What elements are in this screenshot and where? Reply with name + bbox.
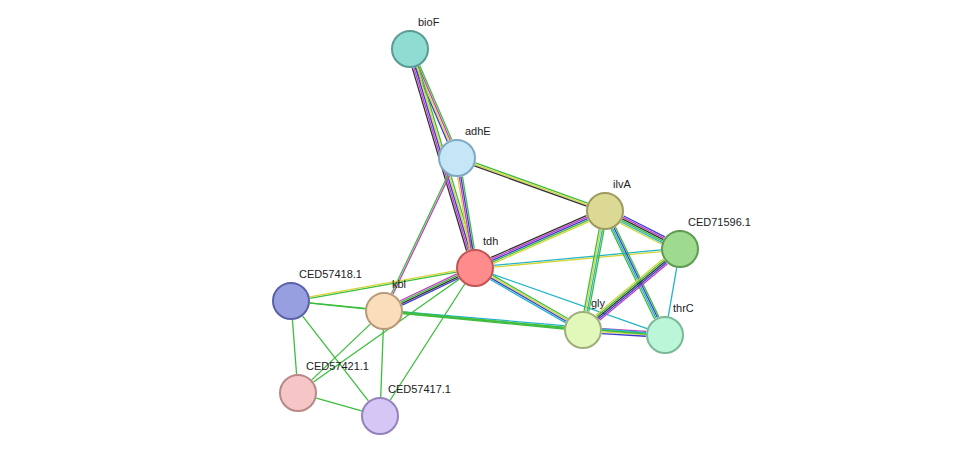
evidence-strand	[474, 166, 586, 206]
evidence-strand	[600, 264, 668, 321]
evidence-strand	[494, 252, 661, 267]
interaction-edge	[458, 176, 475, 249]
interaction-edge	[310, 303, 564, 328]
protein-node: CED57421.1	[279, 374, 317, 412]
protein-label: kbl	[392, 278, 406, 291]
interaction-edge	[474, 163, 587, 206]
interaction-edge	[494, 250, 661, 267]
evidence-strand	[596, 259, 664, 316]
evidence-strand	[475, 164, 587, 204]
evidence-strand	[492, 217, 587, 259]
interaction-edge	[292, 320, 296, 374]
evidence-strand	[492, 277, 567, 320]
protein-node: adhE	[438, 139, 476, 177]
interaction-edge	[620, 216, 665, 244]
protein-node: ilvA	[586, 192, 624, 230]
evidence-strand	[599, 262, 667, 319]
protein-label: CED57421.1	[306, 360, 369, 373]
protein-node: gly	[564, 311, 602, 349]
interaction-edge	[490, 275, 567, 322]
protein-label: tdh	[483, 235, 498, 248]
interaction-edge	[491, 216, 589, 264]
interaction-edge	[390, 284, 464, 400]
protein-node: tdh	[456, 249, 494, 287]
evidence-strand	[493, 220, 588, 262]
interaction-edge	[381, 330, 384, 397]
evidence-strand	[598, 261, 666, 318]
protein-node: CED57418.1	[272, 282, 310, 320]
protein-label: gly	[591, 297, 605, 310]
evidence-strand	[491, 216, 586, 258]
evidence-strand	[310, 303, 564, 328]
evidence-strand	[316, 398, 361, 411]
protein-label: CED71596.1	[688, 216, 751, 229]
evidence-strand	[491, 278, 566, 321]
evidence-strand	[458, 177, 470, 249]
evidence-strand	[620, 223, 661, 244]
evidence-strand	[461, 177, 473, 249]
evidence-strand	[597, 260, 665, 317]
evidence-strand	[621, 222, 662, 243]
protein-label: bioF	[418, 16, 439, 29]
evidence-strand	[494, 222, 589, 264]
interaction-edge	[596, 259, 668, 321]
evidence-strand	[381, 330, 384, 397]
protein-node: thrC	[646, 316, 684, 354]
protein-node: kbl	[365, 292, 403, 330]
evidence-strand	[475, 163, 587, 203]
protein-label: CED57418.1	[299, 268, 362, 281]
protein-label: CED57417.1	[388, 383, 451, 396]
interaction-edge	[391, 175, 449, 294]
evidence-strand	[403, 312, 646, 333]
evidence-strand	[622, 219, 663, 240]
interaction-edge	[316, 398, 361, 411]
evidence-strand	[622, 220, 663, 241]
evidence-strand	[462, 176, 474, 248]
protein-label: thrC	[673, 302, 694, 315]
evidence-strand	[390, 284, 464, 400]
protein-label: ilvA	[613, 178, 631, 191]
protein-node: CED71596.1	[661, 230, 699, 268]
evidence-strand	[402, 278, 459, 305]
evidence-strand	[494, 250, 661, 265]
protein-node: CED57417.1	[361, 397, 399, 435]
evidence-strand	[459, 177, 471, 249]
protein-node: bioF	[391, 30, 429, 68]
evidence-strand	[292, 320, 296, 374]
evidence-strand	[492, 219, 587, 261]
protein-label: adhE	[465, 125, 491, 138]
